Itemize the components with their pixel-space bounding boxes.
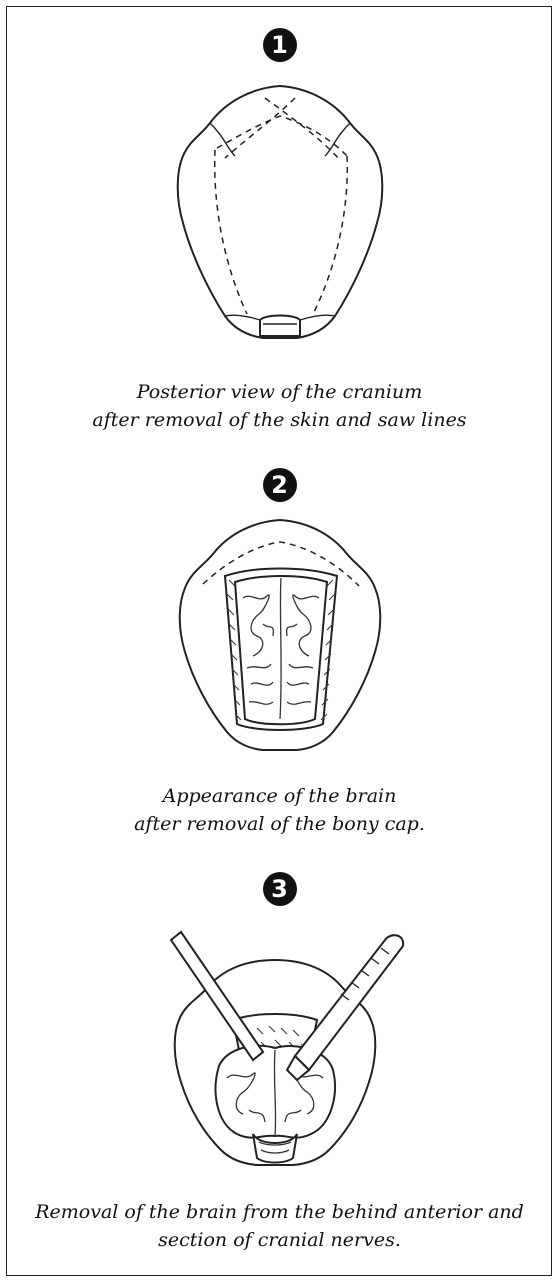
step-1-caption: Posterior view of the cranium after remo… bbox=[0, 378, 559, 434]
brain-exposed-illustration bbox=[155, 514, 405, 754]
step-number-badge: 1 bbox=[263, 28, 297, 62]
cranium-posterior-illustration bbox=[155, 78, 405, 348]
step-3-caption: Removal of the brain from the behind ant… bbox=[0, 1198, 559, 1254]
caption-line: section of cranial nerves. bbox=[0, 1226, 559, 1254]
step-number-badge: 3 bbox=[263, 872, 297, 906]
caption-line: Removal of the brain from the behind ant… bbox=[0, 1198, 559, 1226]
caption-line: Posterior view of the cranium bbox=[0, 378, 559, 406]
brain-removal-illustration bbox=[135, 920, 425, 1170]
caption-line: after removal of the bony cap. bbox=[0, 810, 559, 838]
cranium-outline bbox=[177, 86, 382, 338]
step-number-badge: 2 bbox=[263, 468, 297, 502]
caption-line: after removal of the skin and saw lines bbox=[0, 406, 559, 434]
caption-line: Appearance of the brain bbox=[0, 782, 559, 810]
step-2-caption: Appearance of the brain after removal of… bbox=[0, 782, 559, 838]
foramen-area bbox=[260, 316, 300, 337]
